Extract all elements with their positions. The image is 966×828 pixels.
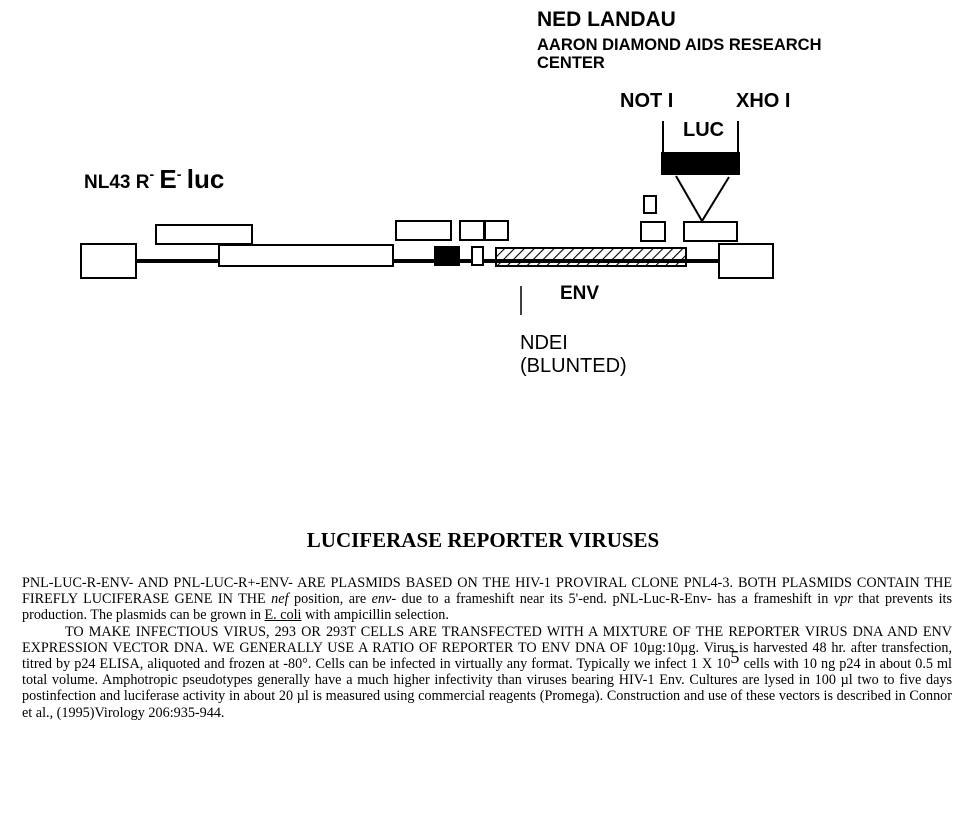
exponent-5: 5 (730, 647, 740, 668)
not-i-site-label: NOT I (620, 90, 674, 112)
orf-box-upper (155, 224, 253, 245)
gene-vpr: vpr (833, 591, 853, 608)
construct-e: E (159, 164, 177, 194)
ndei-label-line-1: NDEI (520, 332, 568, 354)
p2-text-b: cells with 10 ng p24 in about 0.5 ml tot… (22, 656, 952, 721)
ndei-site-label: NDEI (BLUNTED) (520, 332, 627, 378)
plasmid-map-diagram (80, 121, 774, 315)
small-white-box (471, 246, 484, 266)
black-orf-box (434, 246, 460, 266)
orf-box-upper (683, 221, 738, 242)
construct-prefix: NL43 R (84, 172, 150, 193)
organism-e-coli: E. coli (264, 607, 302, 624)
p1-text-c: - due to a frameshift near its 5'-end. p… (391, 591, 834, 608)
construct-name: NL43 R- E- luc (84, 164, 224, 195)
construct-r-superscript: - (149, 166, 155, 182)
orf-box-upper (640, 221, 666, 242)
ltr-left-box (80, 243, 137, 279)
section-heading: LUCIFERASE REPORTER VIRUSES (306, 528, 660, 552)
author-name: NED LANDAU (537, 8, 676, 31)
gene-nef: nef (271, 591, 289, 608)
env-hatched-box (495, 247, 687, 267)
institution: AARON DIAMOND AIDS RESEARCH CENTER (537, 36, 897, 72)
xho-i-site-label: XHO I (736, 90, 791, 112)
institution-line-1: AARON DIAMOND AIDS RESEARCH (537, 36, 822, 54)
institution-line-2: CENTER (537, 54, 605, 72)
luc-insert-label: LUC (683, 119, 725, 141)
gene-env: env (371, 591, 392, 608)
body-text: PNL-LUC-R-ENV- AND PNL-LUC-R+-ENV- ARE P… (22, 575, 952, 721)
env-label: ENV (560, 283, 600, 304)
p2-text-a: TO MAKE INFECTIOUS VIRUS, 293 OR 293T CE… (22, 623, 952, 673)
p1-text-a: PNL-LUC-R-ENV- AND PNL-LUC-R+-ENV- ARE P… (22, 575, 952, 608)
orf-box-upper (459, 220, 485, 241)
insertion-wedge (675, 175, 730, 223)
construct-e-superscript: - (176, 166, 182, 182)
construct-suffix: luc (186, 164, 225, 194)
p1-text-d: that prevents its production. The plasmi… (22, 591, 952, 624)
paragraph-2: TO MAKE INFECTIOUS VIRUS, 293 OR 293T CE… (22, 624, 952, 721)
ltr-right-box (718, 243, 774, 279)
ndei-label-line-2: (BLUNTED) (520, 355, 627, 377)
orf-box-upper (484, 220, 509, 241)
small-orf-box (643, 195, 657, 214)
gag-pol-box (218, 244, 394, 267)
p1-text-b: position, are (288, 591, 372, 608)
luc-insert-bar (661, 152, 740, 175)
p1-text-e: with ampicillin selection. (301, 607, 449, 624)
orf-box-upper (395, 220, 452, 241)
paragraph-1: PNL-LUC-R-ENV- AND PNL-LUC-R+-ENV- ARE P… (22, 575, 952, 624)
